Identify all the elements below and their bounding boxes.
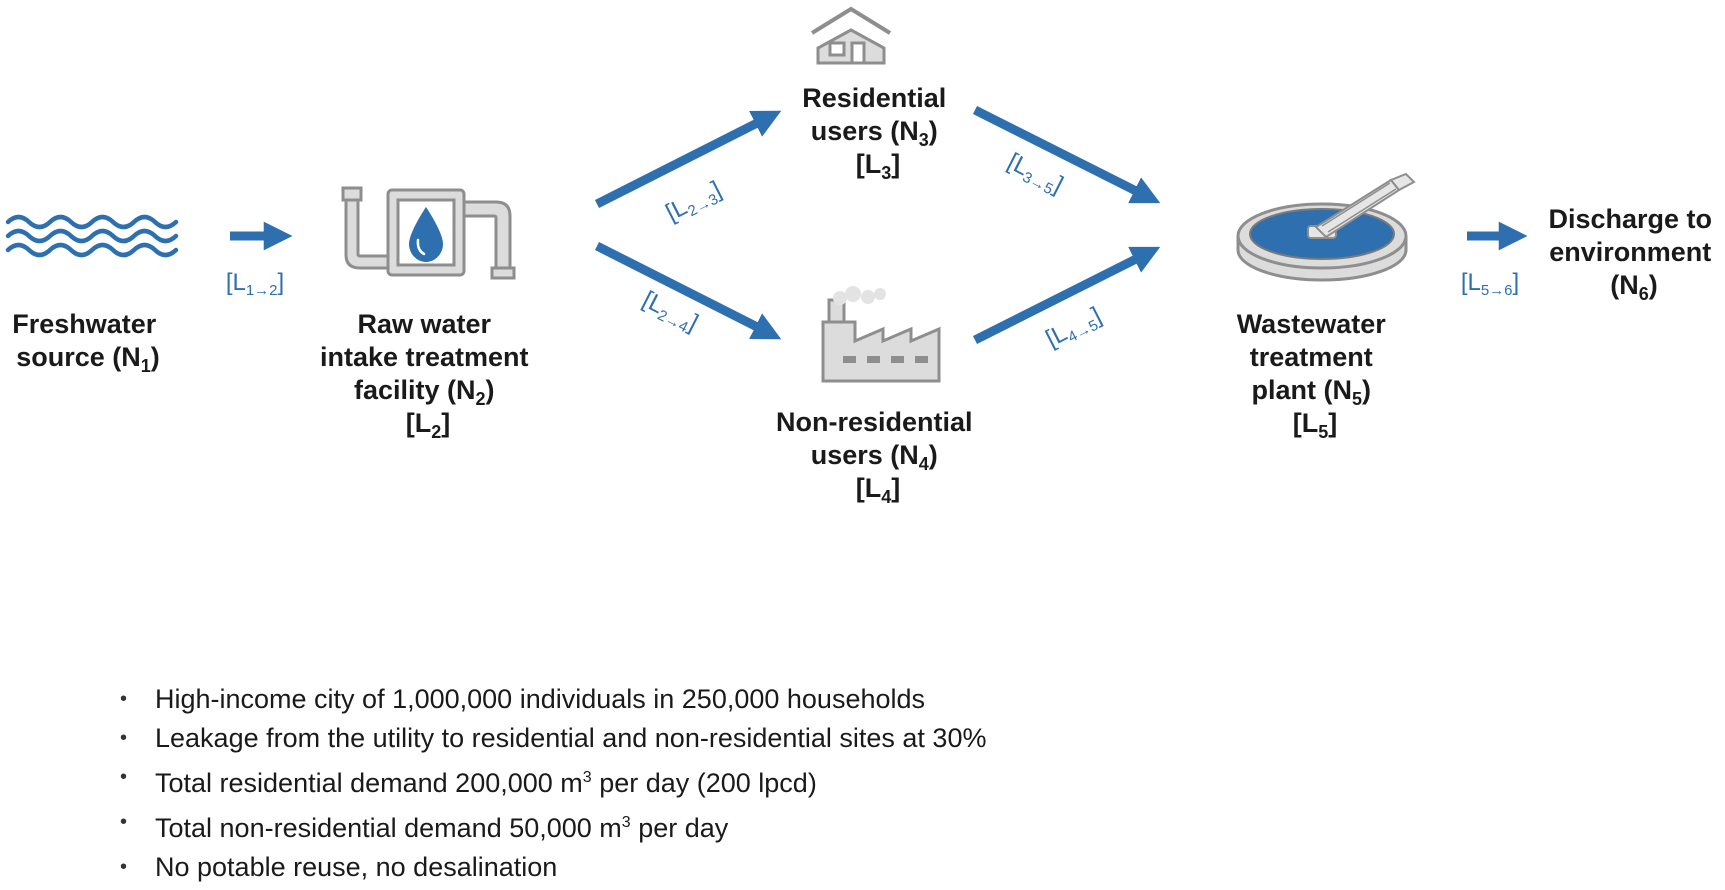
node-n1-label: Freshwater source (N1) — [12, 309, 164, 376]
arrow-n2-to-n4 — [594, 241, 782, 340]
water-drop-highlight-icon — [416, 238, 426, 256]
water-drop-icon — [409, 207, 443, 262]
clarifier-tank-icon — [1236, 172, 1416, 282]
assumption-item: Total non-residential demand 50,000 m3 p… — [120, 803, 986, 848]
factory-icon — [821, 298, 941, 383]
node-n5-label: Wastewater treatment plant (N5) [L5] — [1237, 309, 1394, 442]
flow-label-l4-5: [L4→5] — [1041, 302, 1107, 355]
flow-label-l2-3: [L2→3] — [661, 176, 727, 229]
arrow-n4-to-n5 — [972, 246, 1161, 345]
node-n4-label: Non-residential users (N4) [L4] — [776, 407, 980, 507]
node-n6-label: Discharge to environment (N6) — [1548, 204, 1719, 304]
arrow-n2-to-n3 — [594, 110, 782, 209]
assumption-item: No potable reuse, no desalination — [120, 848, 986, 887]
flow-label-l5-6: [L5→6] — [1461, 269, 1519, 299]
assumption-item: High-income city of 1,000,000 individual… — [120, 680, 986, 719]
flow-label-l1-2: [L1→2] — [226, 269, 284, 299]
node-n3-label: Residential users (N3) [L3] — [802, 83, 954, 183]
arrow-n3-to-n5 — [972, 105, 1161, 204]
water-waves-icon — [5, 214, 179, 258]
node-n2-label: Raw water intake treatment facility (N2)… — [320, 309, 536, 442]
assumption-item: Leakage from the utility to residential … — [120, 719, 986, 758]
house-icon — [810, 6, 892, 65]
assumption-item: Total residential demand 200,000 m3 per … — [120, 758, 986, 803]
assumptions-list: High-income city of 1,000,000 individual… — [120, 680, 986, 887]
smoke-icon — [833, 286, 886, 305]
